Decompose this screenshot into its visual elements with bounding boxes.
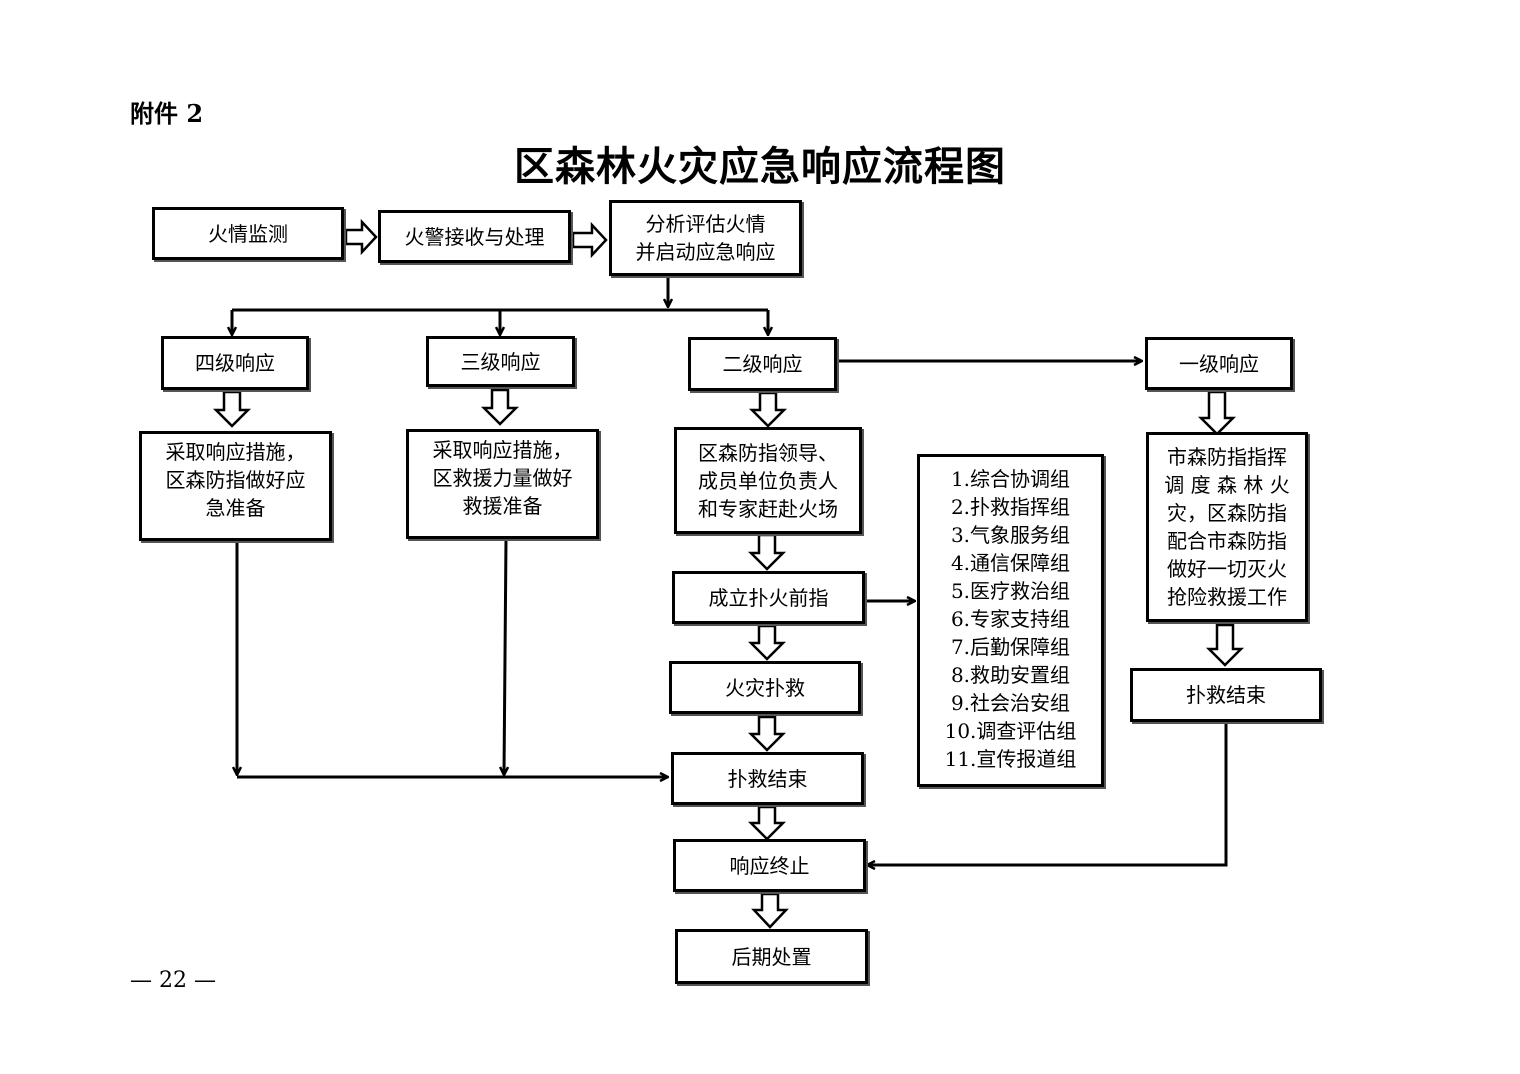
- node-front-command: 成立扑火前指: [672, 571, 865, 624]
- group-item: 8.救助安置组: [950, 663, 1071, 687]
- group-item: 9.社会治安组: [950, 691, 1071, 715]
- group-item: 2.扑救指挥组: [950, 495, 1071, 519]
- node-level2-leaders: 区森防指领导、 成员单位负责人 和专家赶赴火场: [674, 427, 862, 534]
- node-rescue-end-level1: 扑救结束: [1130, 668, 1322, 722]
- connector-line: [868, 722, 1228, 865]
- group-item: 10.调查评估组: [944, 719, 1077, 743]
- node-alarm-receive: 火警接收与处理: [378, 210, 571, 263]
- node-level3-response: 三级响应: [426, 336, 575, 387]
- group-item: 4.通信保障组: [950, 551, 1071, 575]
- group-item: 7.后勤保障组: [950, 635, 1071, 659]
- node-aftermath: 后期处置: [675, 929, 868, 984]
- group-item: 1.综合协调组: [950, 467, 1071, 491]
- node-level4-measures: 采取响应措施， 区森防指做好应 急准备: [139, 431, 332, 541]
- hollow-arrows-down: [212, 388, 1245, 929]
- page-title: 区森林火灾应急响应流程图: [514, 143, 1006, 190]
- group-item: 11.宣传报道组: [944, 747, 1077, 771]
- group-item: 6.专家支持组: [950, 607, 1071, 631]
- connector-line: [504, 538, 506, 774]
- hollow-arrow-right: [571, 221, 608, 259]
- node-level1-command: 市森防指指挥 调 度 森 林 火 灾，区森防指 配合市森防指 做好一切灭火 抢险…: [1146, 432, 1308, 622]
- node-level1-response: 一级响应: [1145, 337, 1293, 390]
- response-groups-list: 1.综合协调组 2.扑救指挥组 3.气象服务组 4.通信保障组 5.医疗救治组 …: [917, 454, 1104, 787]
- node-level4-response: 四级响应: [161, 336, 309, 390]
- node-analyze-assess: 分析评估火情 并启动应急响应: [609, 200, 802, 276]
- node-fire-fighting: 火灾扑救: [669, 661, 861, 714]
- group-item: 5.医疗救治组: [950, 579, 1071, 603]
- node-level2-response: 二级响应: [688, 337, 837, 391]
- node-response-end: 响应终止: [673, 839, 866, 892]
- hollow-arrow-right: [344, 218, 378, 256]
- node-rescue-end: 扑救结束: [671, 752, 864, 805]
- node-fire-monitoring: 火情监测: [152, 207, 344, 260]
- group-item: 3.气象服务组: [950, 523, 1071, 547]
- node-level3-measures: 采取响应措施， 区救援力量做好 救援准备: [406, 429, 599, 539]
- page-number: — 22 —: [130, 968, 216, 993]
- attachment-label: 附件 2: [130, 99, 204, 128]
